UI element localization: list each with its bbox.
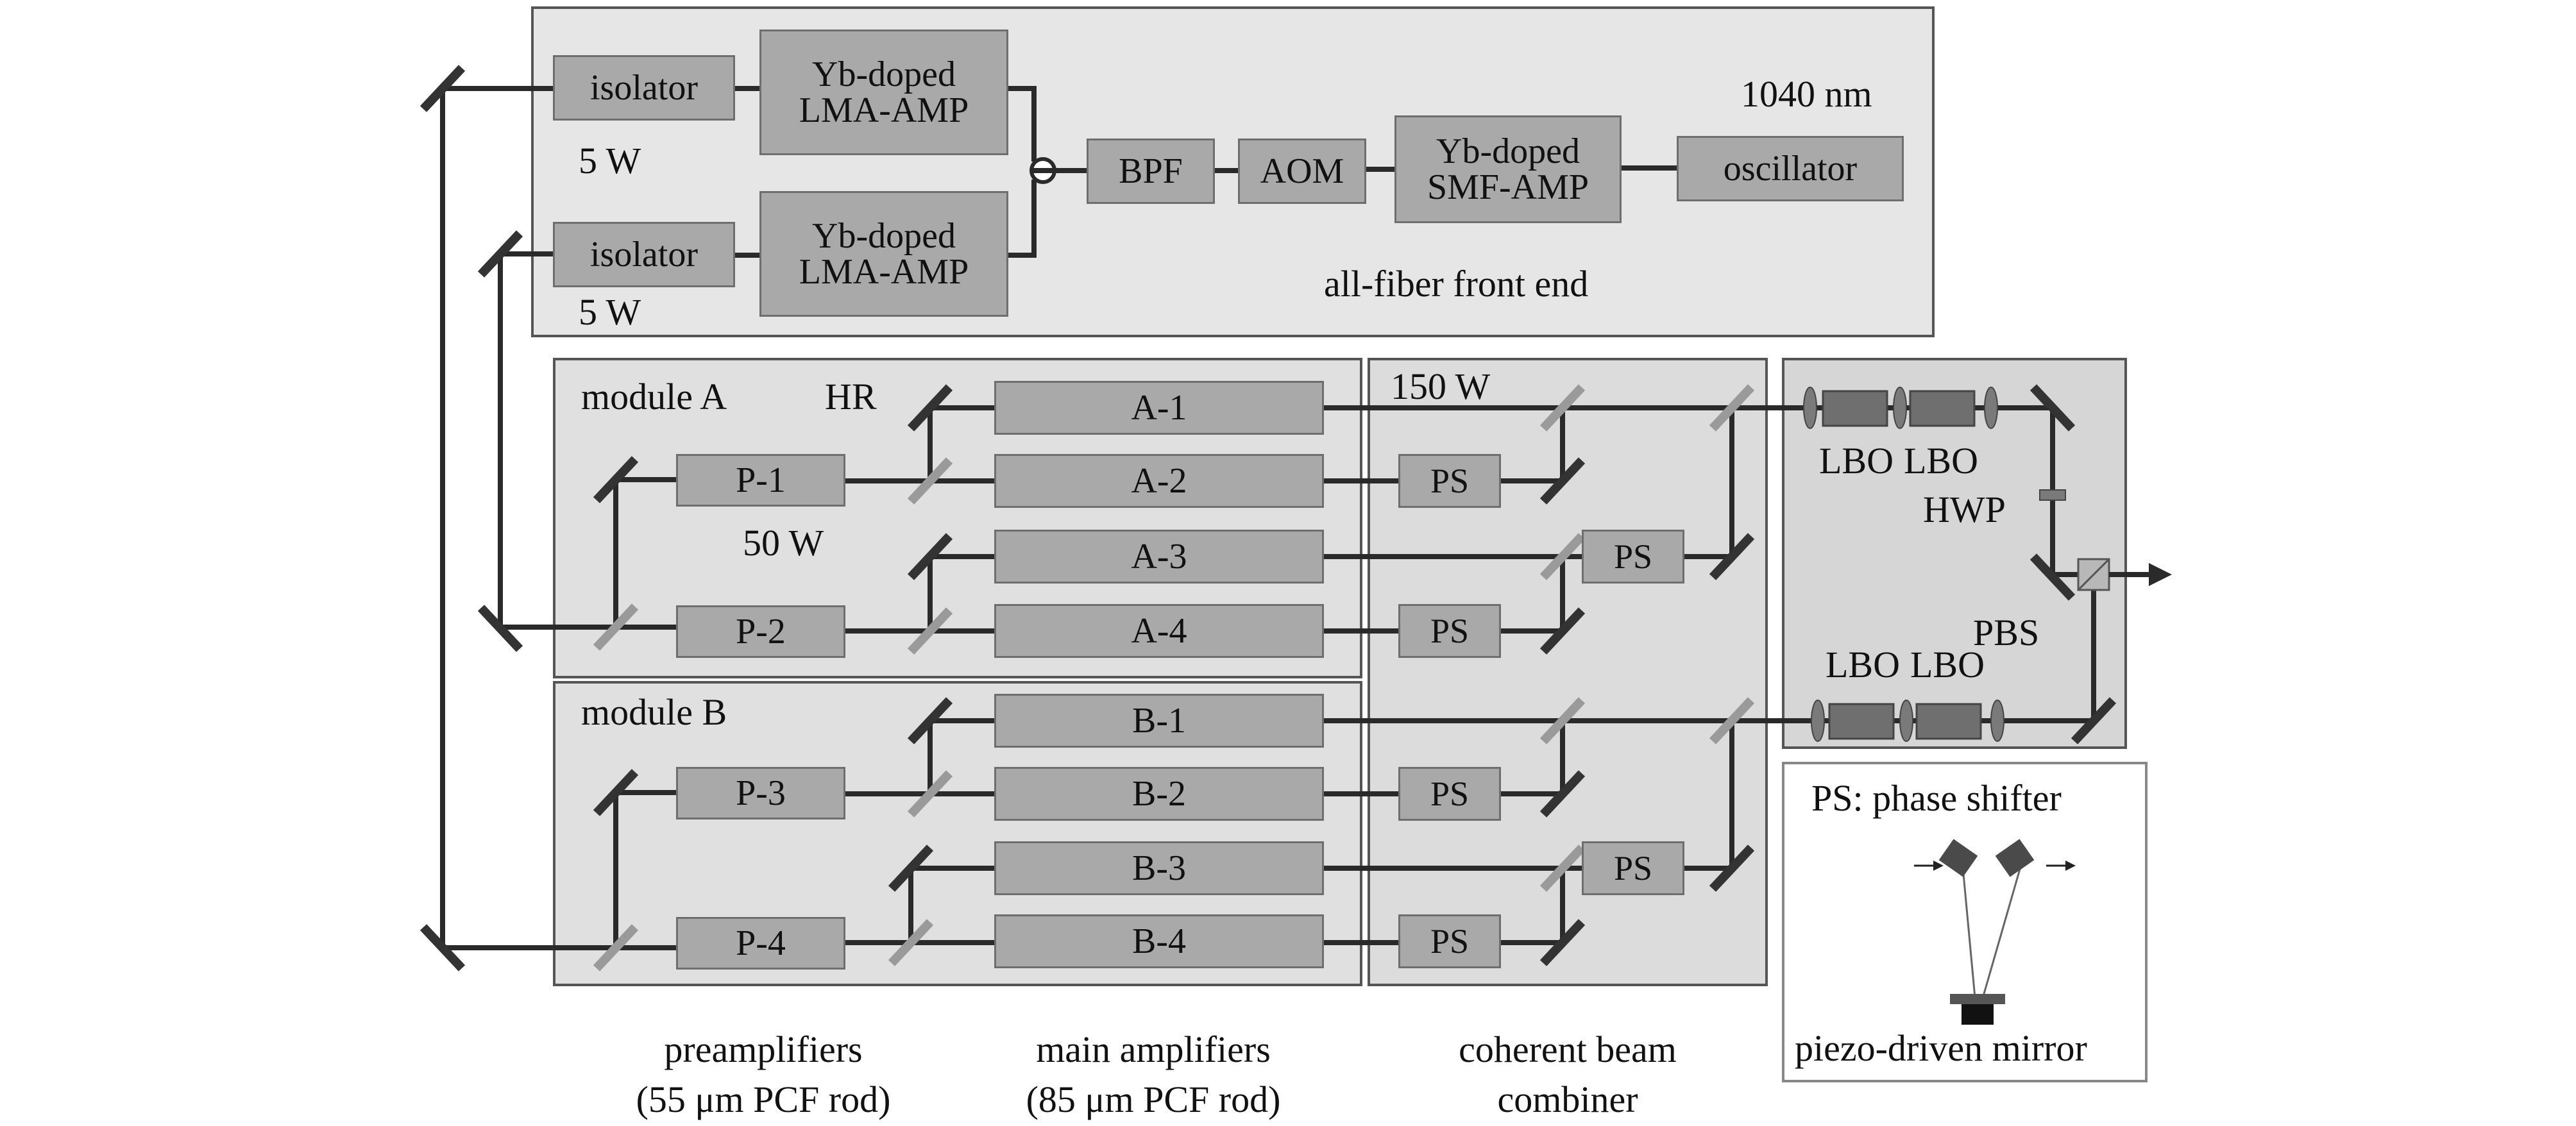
output-arrow-icon bbox=[2149, 563, 2172, 586]
smf-amp-label-2: SMF-AMP bbox=[1427, 167, 1589, 207]
main-amp-b2-label: B-2 bbox=[1132, 774, 1186, 814]
caption-preamplifiers-line-1: preamplifiers bbox=[664, 1029, 863, 1070]
main-amp-a4-label: A-4 bbox=[1131, 611, 1187, 651]
preamp-p2: P-2 bbox=[676, 605, 845, 658]
lma-amp-2-label-1: Yb-doped bbox=[812, 216, 956, 256]
legend-caption: piezo-driven mirror bbox=[1795, 1027, 2087, 1069]
preamp-p3: P-3 bbox=[676, 767, 845, 819]
smf-amp-label-1: Yb-doped bbox=[1436, 131, 1580, 171]
aom-box: AOM bbox=[1238, 139, 1366, 204]
phase-shifter-5-label: PS bbox=[1613, 849, 1653, 887]
main-amp-b3: B-3 bbox=[994, 841, 1324, 895]
hr-label: HR bbox=[825, 376, 877, 417]
main-amp-a4: A-4 bbox=[994, 604, 1324, 658]
bpf-label: BPF bbox=[1119, 151, 1183, 191]
phase-shifter-1: PS bbox=[1398, 454, 1501, 508]
preamp-p4-label: P-4 bbox=[736, 923, 786, 963]
preamp-p1: P-1 bbox=[676, 454, 845, 507]
main-amp-a1-label: A-1 bbox=[1131, 388, 1187, 428]
main-amp-b2: B-2 bbox=[994, 767, 1324, 821]
phase-shifter-1-label: PS bbox=[1430, 462, 1470, 500]
shg-panel bbox=[1782, 358, 2127, 749]
lma-amp-box-2: Yb-doped LMA-AMP bbox=[759, 191, 1008, 317]
lma-amp-2-label-2: LMA-AMP bbox=[799, 252, 969, 292]
caption-combiner: coherent beam combiner bbox=[1414, 1025, 1722, 1125]
fold-mirror-2 bbox=[477, 230, 523, 278]
preamp-p3-label: P-3 bbox=[736, 773, 786, 813]
preamp-p2-label: P-2 bbox=[736, 612, 786, 651]
main-amp-a2-label: A-2 bbox=[1131, 461, 1187, 501]
hwp-label: HWP bbox=[1923, 489, 2006, 530]
combiner-panel bbox=[1368, 358, 1768, 986]
phase-shifter-5: PS bbox=[1582, 841, 1684, 895]
lma-amp-1-label-1: Yb-doped bbox=[812, 55, 956, 94]
oscillator-box: oscillator bbox=[1677, 136, 1904, 201]
phase-shifter-3-label: PS bbox=[1430, 612, 1470, 650]
phase-shifter-4: PS bbox=[1398, 767, 1501, 821]
phase-shifter-2-label: PS bbox=[1613, 537, 1653, 576]
phase-shifter-2: PS bbox=[1582, 530, 1684, 584]
preamp-p1-label: P-1 bbox=[736, 460, 786, 500]
main-amp-a3: A-3 bbox=[994, 530, 1324, 584]
caption-preamplifiers: preamplifiers (55 μm PCF rod) bbox=[590, 1025, 936, 1125]
lbo-label-1: LBO bbox=[1819, 440, 1894, 482]
isolator-box-1: isolator bbox=[553, 55, 735, 121]
main-amp-b4-label: B-4 bbox=[1132, 921, 1186, 961]
caption-combiner-line-1: coherent beam bbox=[1459, 1029, 1677, 1070]
power-5w-label-1: 5 W bbox=[579, 140, 641, 181]
smf-amp-box: Yb-doped SMF-AMP bbox=[1394, 115, 1622, 223]
bpf-box: BPF bbox=[1087, 139, 1215, 204]
module-a-label: module A bbox=[581, 376, 727, 417]
power-5w-label-2: 5 W bbox=[579, 291, 641, 333]
fold-mirror-1 bbox=[419, 65, 466, 112]
module-b-label: module B bbox=[581, 691, 727, 733]
lbo-label-3: LBO bbox=[1826, 644, 1900, 685]
isolator-2-label: isolator bbox=[590, 235, 698, 274]
aom-label: AOM bbox=[1260, 151, 1344, 191]
pbs-label: PBS bbox=[1973, 612, 2040, 653]
lma-amp-1-label-2: LMA-AMP bbox=[799, 90, 969, 130]
caption-combiner-line-2: combiner bbox=[1497, 1079, 1638, 1121]
main-amp-b1-label: B-1 bbox=[1132, 701, 1186, 741]
caption-preamplifiers-line-2: (55 μm PCF rod) bbox=[636, 1079, 891, 1121]
fold-mirror-4 bbox=[419, 924, 466, 971]
isolator-box-2: isolator bbox=[553, 222, 735, 287]
preamp-power-label: 50 W bbox=[743, 522, 824, 564]
preamp-p4: P-4 bbox=[676, 917, 845, 970]
isolator-1-label: isolator bbox=[590, 68, 698, 108]
phase-shifter-3: PS bbox=[1398, 604, 1501, 658]
fold-mirror-3 bbox=[477, 605, 523, 652]
lbo-label-2: LBO bbox=[1904, 440, 1978, 482]
combiner-power-label: 150 W bbox=[1391, 366, 1491, 407]
phase-shifter-6: PS bbox=[1398, 914, 1501, 968]
phase-shifter-6-label: PS bbox=[1430, 922, 1470, 961]
main-amp-b1: B-1 bbox=[994, 694, 1324, 748]
main-amp-a1: A-1 bbox=[994, 381, 1324, 435]
caption-main-amplifiers-line-1: main amplifiers bbox=[1036, 1029, 1271, 1070]
lma-amp-box-1: Yb-doped LMA-AMP bbox=[759, 29, 1008, 155]
front-end-title: all-fiber front end bbox=[1324, 263, 1589, 305]
main-amp-b3-label: B-3 bbox=[1132, 848, 1186, 888]
phase-shifter-4-label: PS bbox=[1430, 775, 1470, 813]
caption-main-amplifiers: main amplifiers (85 μm PCF rod) bbox=[974, 1025, 1333, 1125]
main-amp-a3-label: A-3 bbox=[1131, 537, 1187, 576]
lbo-label-4: LBO bbox=[1910, 644, 1985, 685]
main-amp-b4: B-4 bbox=[994, 914, 1324, 968]
oscillator-label: oscillator bbox=[1723, 149, 1858, 189]
legend-title: PS: phase shifter bbox=[1811, 777, 2062, 819]
wavelength-label: 1040 nm bbox=[1741, 73, 1872, 115]
caption-main-amplifiers-line-2: (85 μm PCF rod) bbox=[1026, 1079, 1281, 1121]
main-amp-a2: A-2 bbox=[994, 454, 1324, 508]
